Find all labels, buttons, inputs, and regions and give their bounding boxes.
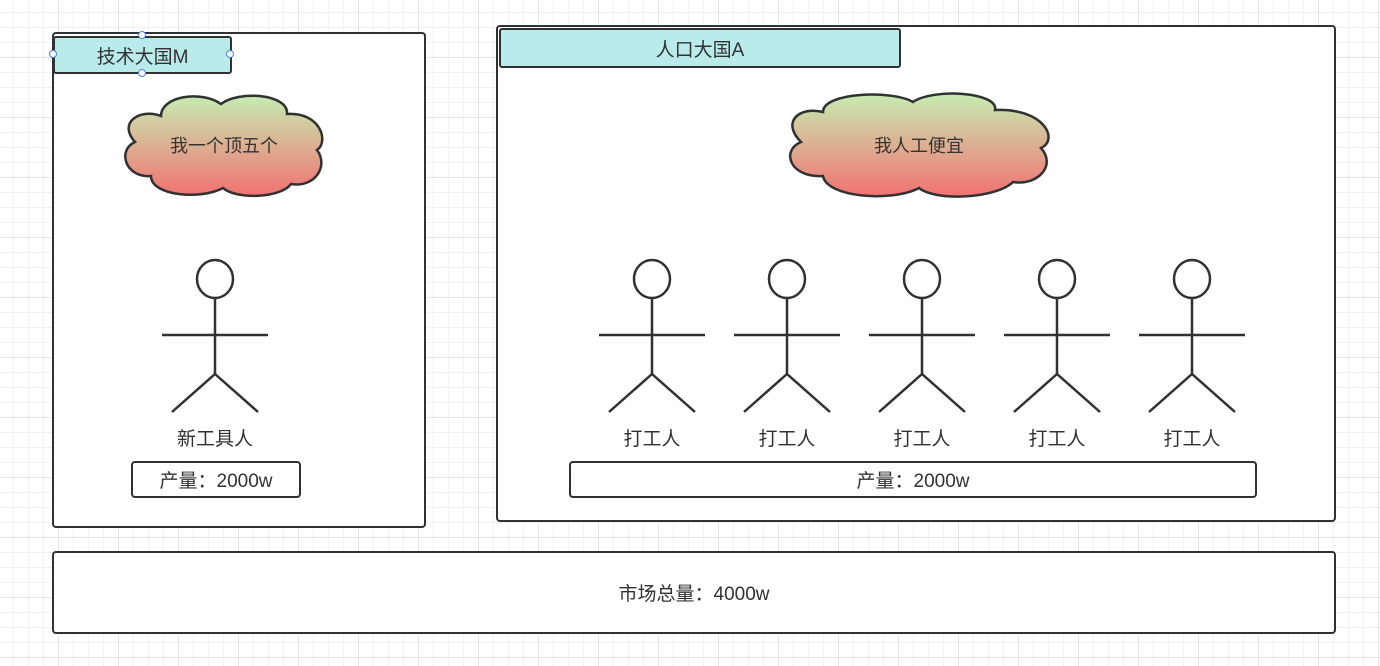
market-total-box[interactable]: 市场总量：4000w <box>52 551 1336 634</box>
cloud-shape-icon <box>124 94 324 198</box>
actor-figure[interactable] <box>867 258 977 416</box>
population-cloud-text: 我人工便宜 <box>874 136 964 156</box>
actor-label: 新工具人 <box>176 429 253 450</box>
actor-figure[interactable] <box>597 258 707 416</box>
actor-figure[interactable] <box>732 258 842 416</box>
stick-figure-icon <box>734 258 840 413</box>
actor-label: 打工人 <box>1163 429 1221 450</box>
actor-figure[interactable] <box>1002 258 1112 416</box>
stick-figure-icon <box>1004 258 1110 413</box>
tech-cloud-text: 我一个顶五个 <box>170 136 278 156</box>
tech-country-cloud[interactable]: 我一个顶五个 <box>121 92 327 198</box>
selection-handle-top[interactable] <box>138 31 146 39</box>
actor-label: 打工人 <box>1028 429 1086 450</box>
stick-figure-icon <box>869 258 975 413</box>
selection-handle-bottom[interactable] <box>138 69 146 77</box>
population-country-title-tag[interactable]: 人口大国A <box>499 28 901 68</box>
selection-handle-right[interactable] <box>226 50 234 58</box>
actor-figure[interactable] <box>1137 258 1247 416</box>
cloud-shape-icon <box>789 92 1050 198</box>
population-output-box[interactable]: 产量：2000w <box>569 461 1257 498</box>
actor-figure[interactable] <box>160 258 270 416</box>
actor-label: 打工人 <box>623 429 681 450</box>
tech-country-title-tag[interactable]: 技术大国M <box>53 36 232 74</box>
selection-handle-left[interactable] <box>49 50 57 58</box>
tech-output-box[interactable]: 产量：2000w <box>131 461 301 498</box>
stick-figure-icon <box>1139 258 1245 413</box>
actor-label: 打工人 <box>893 429 951 450</box>
stick-figure-icon <box>599 258 705 413</box>
population-country-cloud[interactable]: 我人工便宜 <box>783 90 1055 200</box>
stick-figure-icon <box>162 258 268 413</box>
actor-label: 打工人 <box>758 429 816 450</box>
